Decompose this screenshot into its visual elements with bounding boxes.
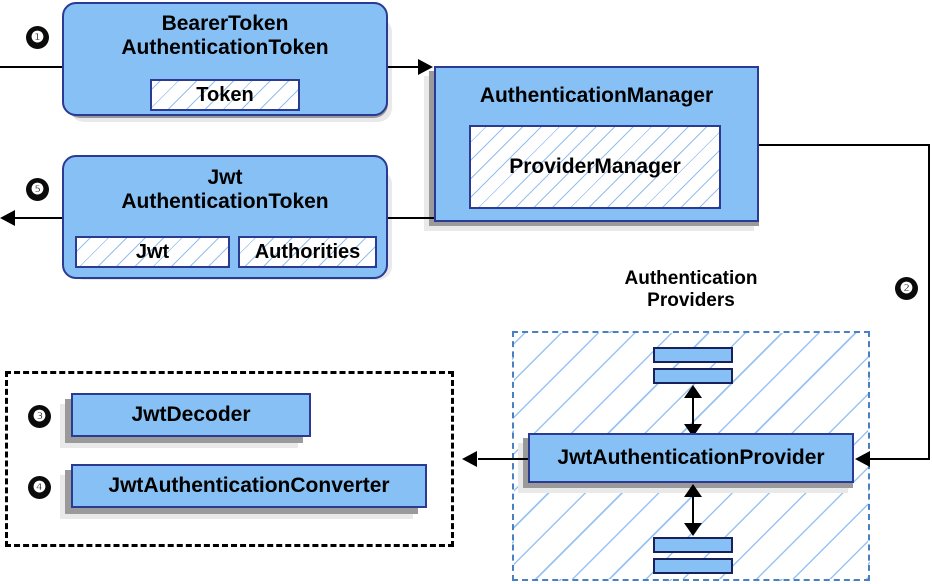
authentication-providers-title: Authentication Providers [512, 268, 870, 312]
chip-provider-manager-label: ProviderManager [509, 155, 681, 178]
bearer-token-line2: AuthenticationToken [121, 36, 329, 59]
jwt-support-group [5, 371, 454, 547]
chip-jwt-label: Jwt [135, 240, 170, 263]
arrowhead-upper-up [684, 385, 702, 398]
connector-auth-manager-to-jwt-token [388, 217, 436, 219]
connector-jwt-provider-to-group [478, 458, 530, 460]
step-marker-1-label: ❶ [30, 29, 45, 46]
connector-provider-upper-stack [692, 390, 694, 433]
chip-jwt: Jwt [75, 236, 230, 268]
provider-placeholder-bar-bottom-1 [653, 537, 733, 553]
step-marker-4: ❹ [28, 476, 51, 499]
connector-bearer-token-to-auth-manager [388, 66, 425, 68]
arrowhead-to-auth-manager [418, 59, 433, 75]
step-marker-5-label: ❺ [30, 181, 45, 198]
jwt-decoder-label: JwtDecoder [131, 403, 251, 426]
auth-manager-title: AuthenticationManager [479, 84, 714, 107]
bearer-token-line1: BearerToken [161, 12, 289, 35]
jwt-provider-label: JwtAuthenticationProvider [557, 446, 825, 469]
connector-jwt-token-to-output [14, 217, 76, 219]
step-marker-5: ❺ [26, 178, 49, 201]
arrowhead-lower-up [684, 484, 702, 497]
step-marker-2-label: ❷ [899, 280, 914, 297]
chip-authorities-label: Authorities [254, 240, 361, 263]
step-marker-3-label: ❸ [32, 408, 47, 425]
step-marker-4-label: ❹ [32, 479, 47, 496]
jwt-token-line2: AuthenticationToken [121, 190, 329, 213]
chip-provider-manager: ProviderManager [469, 125, 721, 209]
provider-placeholder-bar-bottom-2 [653, 558, 733, 574]
step-marker-3: ❸ [28, 405, 51, 428]
provider-placeholder-bar-top-2 [653, 368, 733, 384]
node-jwt-decoder[interactable]: JwtDecoder [71, 393, 311, 437]
jwt-converter-label: JwtAuthenticationConverter [108, 474, 390, 497]
node-jwt-authentication-converter[interactable]: JwtAuthenticationConverter [71, 464, 427, 508]
jwt-token-line1: Jwt [207, 166, 243, 189]
step-marker-2: ❷ [895, 277, 918, 300]
arrowhead-output-left [0, 210, 15, 226]
connector-provider-lower-stack [692, 489, 694, 532]
connector-rail-to-jwt-provider [869, 458, 930, 460]
arrowhead-lower-down [684, 523, 702, 536]
providers-title-line1: Authentication [624, 268, 758, 289]
node-jwt-authentication-provider[interactable]: JwtAuthenticationProvider [528, 433, 854, 483]
step-marker-1: ❶ [26, 26, 49, 49]
providers-title-line2: Providers [647, 289, 735, 311]
connector-input-to-bearer-token [0, 66, 72, 68]
arrowhead-to-jwt-provider [855, 451, 870, 467]
chip-token-label: Token [196, 83, 254, 106]
chip-token: Token [150, 79, 300, 111]
arrowhead-to-decoder-group [462, 451, 477, 467]
chip-authorities: Authorities [238, 236, 377, 268]
connector-auth-manager-right [757, 144, 930, 146]
connector-right-rail-down [928, 144, 930, 459]
provider-placeholder-bar-top-1 [653, 347, 733, 363]
